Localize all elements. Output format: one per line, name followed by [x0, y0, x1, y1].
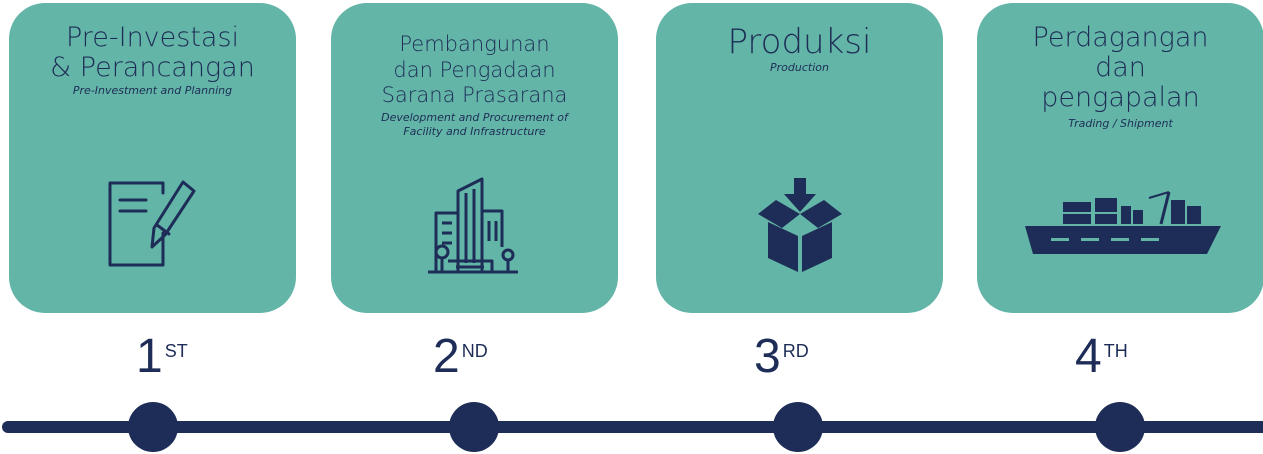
step-title-line: & Perancangan	[50, 52, 255, 84]
buildings-icon	[427, 177, 518, 274]
ordinal-suffix: TH	[1103, 341, 1128, 361]
step-subtitle: Pre-Investment and Planning	[72, 84, 233, 98]
ordinal-suffix: ND	[461, 341, 488, 361]
step-title-line: dan	[1095, 52, 1146, 84]
ordinal-suffix: RD	[782, 341, 809, 361]
step-title: Pembangunan dan Pengadaan Sarana Prasara…	[331, 32, 618, 109]
step-subtitle: Trading / Shipment	[1068, 116, 1173, 130]
step-card-pre-investment: Pre-Investasi & Perancangan Pre-Investme…	[9, 3, 296, 313]
timeline-dot-2	[449, 402, 499, 452]
step-card-production: Produksi Production	[656, 3, 943, 313]
step-title-line: Pembangunan	[399, 32, 550, 56]
timeline	[2, 402, 1263, 452]
step-title: Perdagangan dan pengapalan	[977, 22, 1263, 114]
box-arrow-down-icon	[757, 178, 842, 272]
step-title-line: Pre-Investasi	[65, 22, 240, 53]
step-title-line: Perdagangan	[1032, 22, 1209, 53]
step-card-trading: Perdagangan dan pengapalan Trading / Shi…	[977, 3, 1263, 313]
step-subtitle: Facility and Infrastructure	[403, 125, 546, 139]
timeline-dot-1	[128, 402, 178, 452]
step-title-line: Produksi	[727, 22, 872, 62]
ordinal-number: 4	[1075, 330, 1102, 383]
ordinal-number: 3	[754, 330, 781, 383]
ordinal-number: 1	[136, 330, 163, 383]
step-subtitle: Production	[770, 61, 829, 75]
step-title: Produksi	[656, 23, 943, 61]
step-title: Pre-Investasi & Perancangan	[9, 22, 296, 84]
timeline-dot-4	[1095, 402, 1145, 452]
step-title-line: dan Pengadaan	[393, 57, 556, 82]
document-pencil-icon	[108, 180, 195, 267]
ordinal-suffix: ST	[164, 341, 188, 361]
step-card-development: Pembangunan dan Pengadaan Sarana Prasara…	[331, 3, 618, 313]
step-subtitle: Development and Procurement of	[381, 110, 568, 124]
ordinal-number: 2	[433, 330, 460, 383]
step-title-line: pengapalan	[1041, 82, 1200, 114]
cargo-ship-icon	[1024, 191, 1221, 254]
step-title-line: Sarana Prasarana	[381, 83, 568, 108]
timeline-dot-3	[773, 402, 823, 452]
